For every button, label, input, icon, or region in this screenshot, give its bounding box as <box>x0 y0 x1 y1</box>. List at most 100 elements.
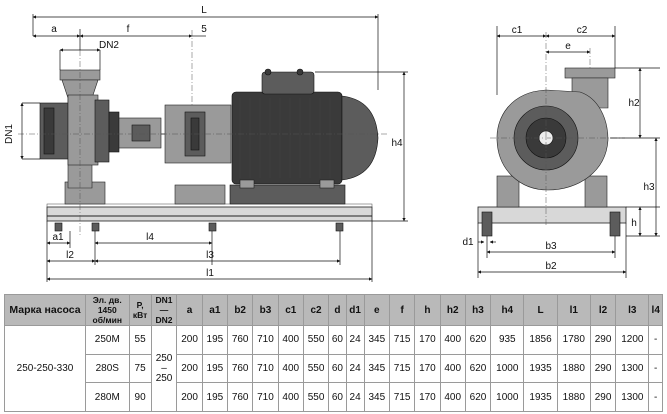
value-cell: 24 <box>345 382 365 412</box>
value-cell: 200 <box>176 353 203 384</box>
pump-casing-side <box>39 69 120 189</box>
value-cell: 710 <box>252 353 279 384</box>
label-l3: l3 <box>206 250 214 261</box>
value-cell: 1935 <box>523 382 558 412</box>
header-col: b2 <box>227 294 254 326</box>
value-cell: - <box>648 382 663 412</box>
header-col: a1 <box>201 294 229 326</box>
header-col: h <box>414 294 441 326</box>
header-col: l3 <box>615 294 650 326</box>
dim-b-front <box>477 223 627 278</box>
header-col: e <box>363 294 390 326</box>
value-cell: - <box>648 325 663 355</box>
dim-dn1 <box>20 102 40 160</box>
label-c2: c2 <box>577 25 588 36</box>
header-motor: Эл. дв. 1450 об/мин <box>85 294 130 326</box>
value-cell: 1856 <box>523 325 558 355</box>
value-cell: 345 <box>363 382 390 412</box>
label-dn1: DN1 <box>4 124 15 144</box>
model-cell: 250-250-330 <box>4 325 86 412</box>
value-cell: 24 <box>345 353 365 384</box>
value-cell: 170 <box>414 325 441 355</box>
pump-unit-drawing: L a f 5 DN2 DN1 <box>4 5 660 282</box>
value-cell: 760 <box>227 382 254 412</box>
motor-cell: 280M <box>85 382 130 412</box>
value-cell: 290 <box>589 382 617 412</box>
dim-h4 <box>315 71 408 222</box>
table-row: 280M 90 200 195 760 710 400 550 60 24 34… <box>5 382 663 412</box>
header-col: h4 <box>490 294 525 326</box>
value-cell: 1000 <box>490 353 525 384</box>
value-cell: 715 <box>388 325 416 355</box>
value-cell: 24 <box>345 325 365 355</box>
header-col: c2 <box>302 294 330 326</box>
value-cell: 195 <box>201 353 229 384</box>
value-cell: 760 <box>227 325 254 355</box>
label-f: f <box>127 24 130 35</box>
value-cell: 710 <box>252 382 279 412</box>
value-cell: 290 <box>589 353 617 384</box>
value-cell: 345 <box>363 325 390 355</box>
value-cell: 1780 <box>556 325 591 355</box>
header-col: h2 <box>439 294 466 326</box>
header-col: f <box>388 294 416 326</box>
label-h4: h4 <box>391 138 403 149</box>
anchor-holes <box>54 222 344 232</box>
table-header-row: Марка насоса Эл. дв. 1450 об/мин P, кВт … <box>4 294 663 326</box>
label-h: h <box>631 218 637 229</box>
value-cell: 290 <box>589 325 617 355</box>
label-L: L <box>201 5 207 16</box>
dim-a <box>32 29 81 50</box>
label-c1: c1 <box>512 25 523 36</box>
side-view: L a f 5 DN2 DN1 <box>4 5 408 282</box>
value-cell: 1935 <box>523 353 558 384</box>
value-cell: 400 <box>277 353 304 384</box>
value-cell: - <box>648 353 663 384</box>
electric-motor <box>231 68 379 189</box>
value-cell: 715 <box>388 353 416 384</box>
value-cell: 1300 <box>615 353 650 384</box>
value-cell: 200 <box>176 382 203 412</box>
motor-cell: 250M <box>85 325 130 355</box>
label-b3: b3 <box>545 241 557 252</box>
header-col: a <box>176 294 203 326</box>
label-h2: h2 <box>628 98 640 109</box>
power-cell: 90 <box>128 382 152 412</box>
header-col: L <box>523 294 558 326</box>
value-cell: 1000 <box>490 382 525 412</box>
bearing-housing <box>118 117 175 149</box>
dim-c1-c2 <box>496 26 616 95</box>
header-power: P, кВт <box>128 294 152 326</box>
header-col: l4 <box>648 294 663 326</box>
value-cell: 400 <box>439 353 466 384</box>
value-cell: 710 <box>252 325 279 355</box>
value-cell: 1300 <box>615 382 650 412</box>
label-a: a <box>51 24 57 35</box>
value-cell: 400 <box>439 382 466 412</box>
label-5: 5 <box>201 24 207 35</box>
value-cell: 1880 <box>556 382 591 412</box>
label-e: e <box>565 41 571 52</box>
value-cell: 620 <box>464 382 492 412</box>
header-col: b3 <box>252 294 279 326</box>
motor-cell: 280S <box>85 353 130 384</box>
power-cell: 55 <box>128 325 152 355</box>
header-col: c1 <box>277 294 304 326</box>
value-cell: 760 <box>227 353 254 384</box>
label-l4: l4 <box>146 232 154 243</box>
value-cell: 935 <box>490 325 525 355</box>
dim-bottom-side <box>46 221 373 282</box>
header-col: d <box>328 294 347 326</box>
value-cell: 550 <box>302 382 330 412</box>
header-col: l2 <box>589 294 617 326</box>
label-l2: l2 <box>66 250 74 261</box>
value-cell: 195 <box>201 325 229 355</box>
dim-h-front <box>610 67 660 237</box>
value-cell: 715 <box>388 382 416 412</box>
value-cell: 400 <box>277 325 304 355</box>
label-b2: b2 <box>545 261 557 272</box>
label-h3: h3 <box>643 182 655 193</box>
value-cell: 550 <box>302 353 330 384</box>
value-cell: 1880 <box>556 353 591 384</box>
value-cell: 170 <box>414 353 441 384</box>
